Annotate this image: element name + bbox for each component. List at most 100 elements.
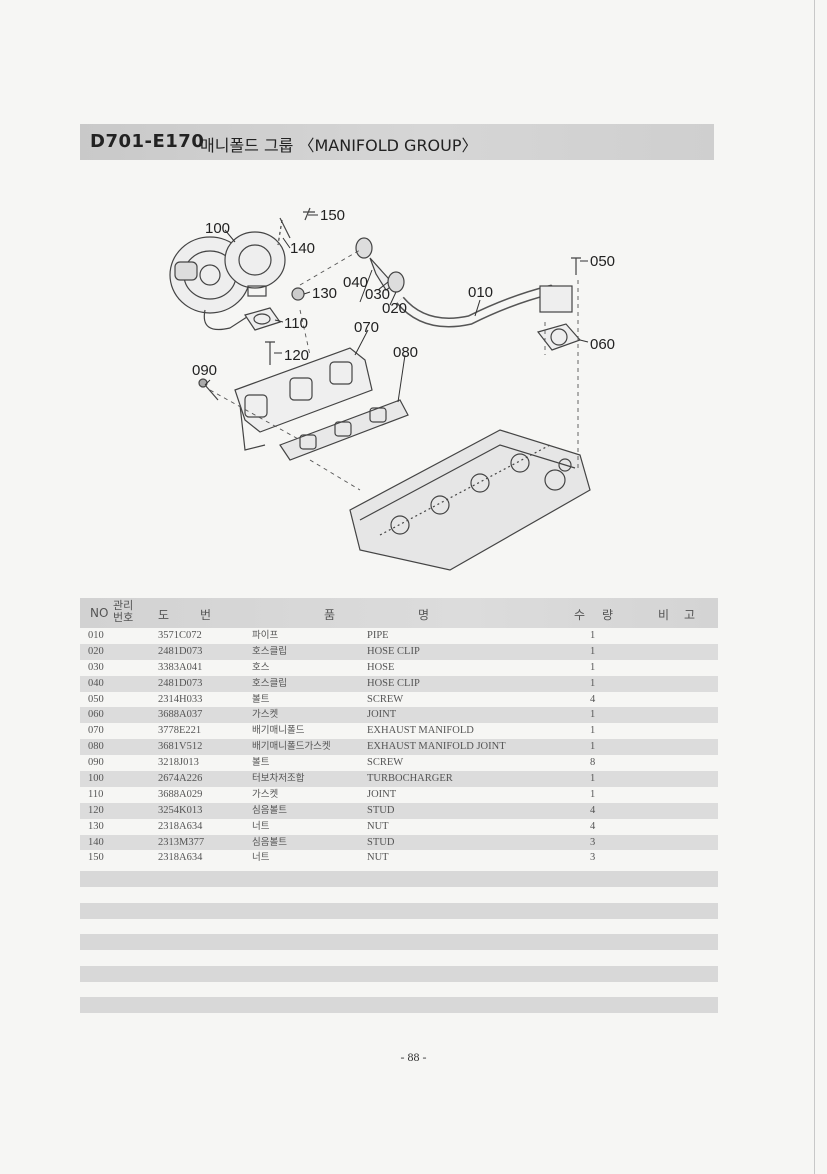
english-name-cell: EXHAUST MANIFOLD JOINT: [367, 741, 506, 753]
table-row: 020 2481D073 호스클립 HOSE CLIP 1: [80, 643, 718, 660]
english-name-cell: HOSE: [367, 661, 395, 673]
header-pum: 품: [324, 608, 336, 622]
korean-name-cell: 가스켓: [252, 788, 279, 800]
blank-row-stripe: [80, 934, 718, 950]
english-name-cell: HOSE CLIP: [367, 645, 420, 657]
part-no-cell: 050: [88, 693, 104, 705]
quantity-cell: 8: [590, 757, 596, 769]
english-name-cell: STUD: [367, 804, 395, 816]
english-name-cell: PIPE: [367, 630, 389, 641]
part-no-cell: 090: [88, 757, 104, 769]
part-no-cell: 080: [88, 741, 104, 753]
quantity-cell: 1: [590, 645, 596, 657]
quantity-cell: 1: [590, 661, 596, 673]
korean-name-cell: 가스켓: [252, 709, 279, 721]
english-name-cell: SCREW: [367, 757, 404, 769]
english-name-cell: HOSE CLIP: [367, 677, 420, 689]
header-beonho: 번호: [113, 611, 134, 624]
english-name-cell: JOINT: [367, 788, 397, 800]
korean-name-cell: 볼트: [252, 693, 270, 705]
part-number-cell: 2318A634: [158, 820, 203, 832]
header-ryang: 량: [602, 608, 614, 622]
callout-150: 150: [320, 207, 345, 224]
quantity-cell: 1: [590, 741, 596, 753]
part-number-cell: 2314H033: [158, 693, 203, 705]
callout-040: 040: [343, 274, 368, 291]
part-no-cell: 070: [88, 725, 104, 737]
quantity-cell: 1: [590, 677, 596, 689]
quantity-cell: 4: [590, 820, 596, 832]
korean-name-cell: 너트: [252, 820, 270, 832]
part-no-cell: 120: [88, 804, 104, 816]
korean-name-cell: 호스클립: [252, 677, 287, 689]
page-number: - 88 -: [400, 1050, 427, 1064]
part-no-cell: 020: [88, 645, 104, 657]
korean-name-cell: 배기매니폴드가스켓: [252, 741, 331, 753]
korean-name-cell: 호스클립: [252, 645, 287, 657]
quantity-cell: 1: [590, 773, 596, 785]
cylinder-head-drawing: [349, 429, 591, 571]
exploded-parts-diagram: 100 140 150 040 030 020 130 010 050 110 …: [169, 207, 615, 571]
korean-name-cell: 너트: [252, 852, 270, 864]
english-name-cell: NUT: [367, 820, 389, 832]
page-edge: [814, 0, 815, 1174]
part-no-cell: 060: [88, 709, 104, 721]
part-number-cell: 3218J013: [158, 757, 199, 769]
callout-010: 010: [468, 284, 493, 301]
part-number-cell: 2481D073: [158, 677, 203, 689]
quantity-cell: 3: [590, 852, 596, 864]
callout-120: 120: [284, 347, 309, 364]
header-su: 수: [574, 608, 586, 622]
header-myeong: 명: [418, 608, 430, 622]
part-number-cell: 3571C072: [158, 630, 202, 641]
part-number-cell: 3681V512: [158, 741, 203, 753]
blank-row-stripe: [80, 871, 718, 887]
part-no-cell: 140: [88, 836, 104, 848]
korean-name-cell: 심음볼트: [252, 836, 287, 848]
english-name-cell: STUD: [367, 836, 395, 848]
header-do: 도: [158, 608, 170, 622]
part-number-cell: 2313M377: [158, 836, 205, 848]
callout-090: 090: [192, 362, 217, 379]
group-code: D701-E170: [90, 131, 205, 152]
part-number-cell: 3254K013: [158, 804, 203, 816]
table-header: NO 관리 번호 도 번 품 명 수 량 비 고: [80, 598, 718, 628]
callout-110: 110: [284, 315, 308, 332]
korean-name-cell: 심음볼트: [252, 804, 287, 816]
korean-name-cell: 터보차저조합: [252, 773, 305, 785]
header-no: NO: [90, 606, 109, 620]
part-number-cell: 3383A041: [158, 661, 203, 673]
english-name-cell: TURBOCHARGER: [367, 773, 453, 785]
header-go: 고: [684, 608, 696, 622]
callout-020: 020: [382, 300, 407, 317]
part-no-cell: 130: [88, 820, 104, 832]
table-row: 140 2313M377 심음볼트 STUD 3: [80, 834, 718, 851]
title-bar: [80, 124, 714, 160]
part-number-cell: 2481D073: [158, 645, 203, 657]
quantity-cell: 3: [590, 836, 596, 848]
quantity-cell: 1: [590, 709, 596, 721]
korean-name-cell: 배기매니폴드: [252, 725, 305, 737]
callout-140: 140: [290, 240, 315, 257]
part-number-cell: 2318A634: [158, 852, 203, 864]
callout-070: 070: [354, 319, 379, 336]
english-name-cell: NUT: [367, 852, 389, 864]
korean-name-cell: 파이프: [252, 630, 279, 641]
blank-row-stripe: [80, 966, 718, 982]
callout-050: 050: [590, 253, 615, 270]
blank-row-stripe: [80, 903, 718, 919]
callout-060: 060: [590, 336, 615, 353]
table-row: 130 2318A634 너트 NUT 4: [80, 819, 718, 835]
quantity-cell: 1: [590, 788, 596, 800]
